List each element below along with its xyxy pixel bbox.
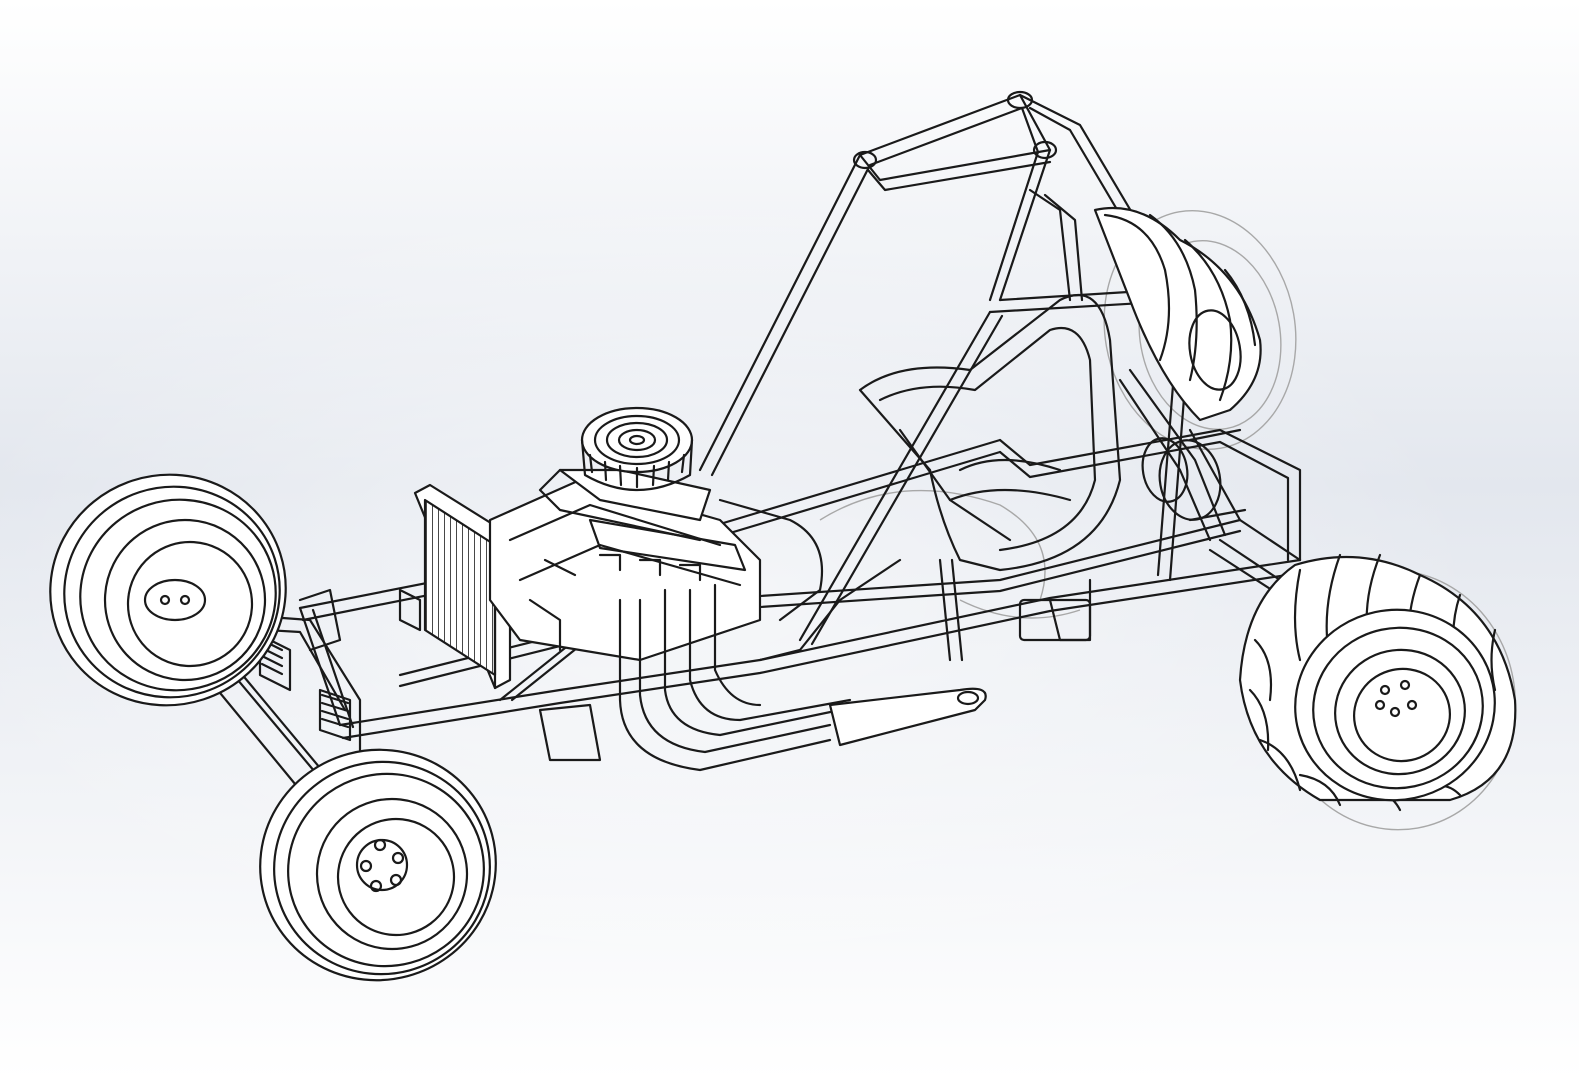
transaxle[interactable]	[1138, 428, 1282, 594]
seat[interactable]	[858, 188, 1227, 572]
rear-wheel-left[interactable]	[1093, 206, 1262, 422]
air-cleaner[interactable]	[580, 406, 694, 491]
front-wheel-left[interactable]	[20, 444, 316, 736]
engine-v8[interactable]	[488, 468, 824, 662]
radiator[interactable]	[398, 483, 512, 690]
front-wheel-right[interactable]	[234, 723, 521, 1006]
rear-paddle-tire-right[interactable]	[1238, 553, 1517, 819]
exhaust-headers[interactable]	[618, 583, 987, 772]
